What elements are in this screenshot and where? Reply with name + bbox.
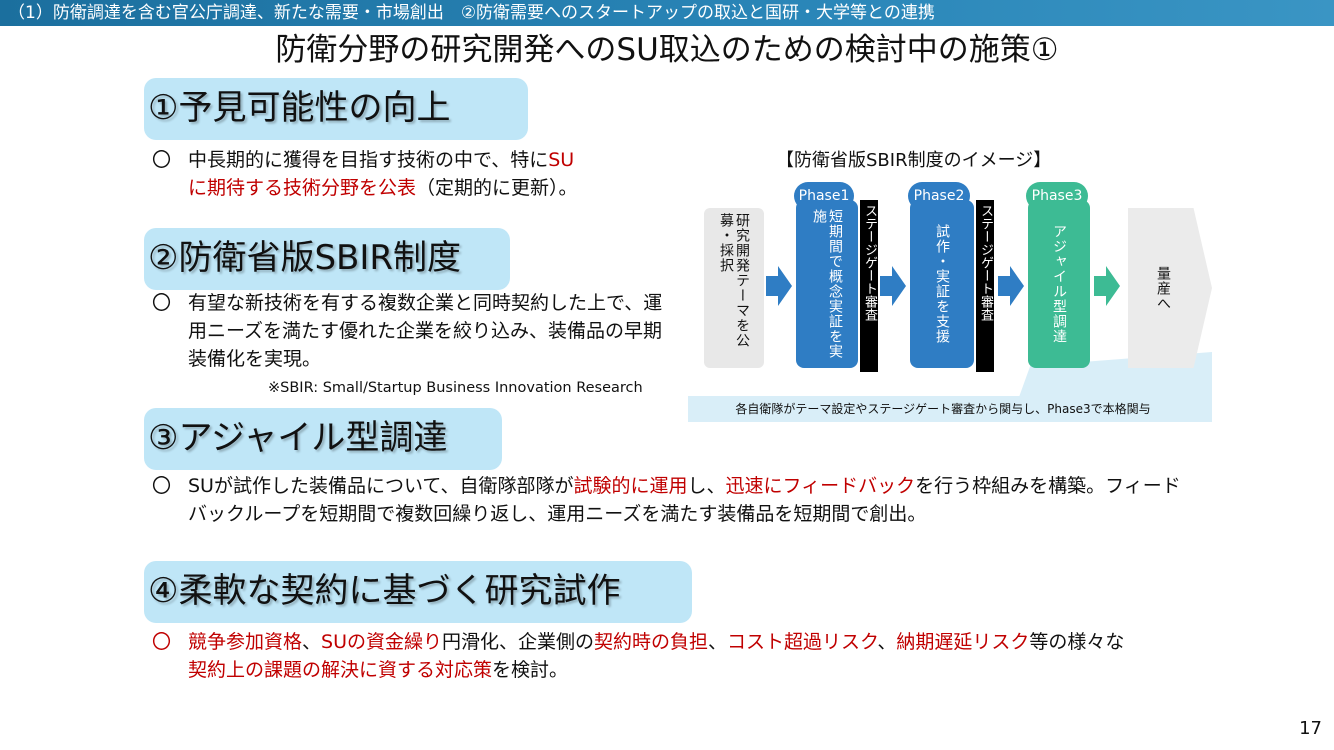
sbir-diagram: 各自衛隊がテーマ設定やステージゲート審査から関与し、Phase3で本格関与 研究… <box>688 176 1220 426</box>
bullet-icon: 〇 <box>152 475 172 497</box>
section-3-heading: ③アジャイル型調達 <box>144 408 502 470</box>
gate2-text: ステージゲート審査 <box>978 204 993 321</box>
phase1-text: 短期間で概念実証を実施 <box>811 209 843 359</box>
highlight-text: コスト超過リスク <box>727 631 878 653</box>
section-1-heading: ①予見可能性の向上 <box>144 78 528 140</box>
stage-gate-1: ステージゲート審査 <box>860 200 878 372</box>
end-text: 量産へ <box>1155 265 1171 311</box>
text-run: を検討。 <box>492 659 569 681</box>
text-run: 有望な新技術を有する複数企業と同時契約した上で、運用ニーズを満たす優れた企業を絞… <box>188 292 663 370</box>
text-run: SUが試作した装備品について、自衛隊部隊が <box>188 475 574 497</box>
bullet-icon: 〇 <box>152 149 172 171</box>
text-run: 、 <box>302 631 322 653</box>
section-1-text: 〇 中長期的に獲得を目指す技術の中で、特にSU に期待する技術分野を公表（定期的… <box>152 146 682 202</box>
breadcrumb-bar: （1）防衛調達を含む官公庁調達、新たな需要・市場創出 ②防衛需要へのスタートアッ… <box>0 0 1334 26</box>
involvement-base <box>688 396 1198 422</box>
end-box: 量産へ <box>1128 208 1212 368</box>
breadcrumb: （1）防衛調達を含む官公庁調達、新たな需要・市場創出 ②防衛需要へのスタートアッ… <box>8 3 935 23</box>
phase3-text: アジャイル型調達 <box>1051 224 1067 344</box>
text-run: （定期的に更新）。 <box>416 177 578 199</box>
gate1-text: ステージゲート審査 <box>862 204 877 321</box>
bullet-icon: 〇 <box>152 292 172 314</box>
stage-gate-2: ステージゲート審査 <box>976 200 994 372</box>
bullet-icon: 〇 <box>152 631 172 653</box>
highlight-text: 競争参加資格 <box>188 631 303 653</box>
text-run: し、 <box>687 475 726 497</box>
arrow-right-icon <box>766 266 792 306</box>
text-run: 等の様々な <box>1029 631 1125 653</box>
highlight-text: に期待する技術分野を公表 <box>188 177 417 199</box>
highlight-text: 納期遅延リスク <box>896 631 1030 653</box>
section-2-heading: ②防衛省版SBIR制度 <box>144 228 510 290</box>
highlight-text: 契約上の課題の解決に資する対応策 <box>188 659 493 681</box>
diagram-title: 【防衛省版SBIR制度のイメージ】 <box>776 150 1052 171</box>
text-run: 、 <box>877 631 897 653</box>
arrow-right-icon <box>998 266 1024 306</box>
section-4-text: 〇 競争参加資格、SUの資金繰り円滑化、企業側の契約時の負担、コスト超過リスク、… <box>152 628 1132 684</box>
section-4-heading: ④柔軟な契約に基づく研究試作 <box>144 561 692 623</box>
highlight-text: SUの資金繰り <box>321 631 442 653</box>
page-number: 17 <box>1299 718 1322 739</box>
diagram-footnote: 各自衛隊がテーマ設定やステージゲート審査から関与し、Phase3で本格関与 <box>735 402 1151 416</box>
start-box: 研究開発テーマを公募・採択 <box>704 208 764 368</box>
text-run: 、 <box>708 631 728 653</box>
highlight-text: 契約時の負担 <box>594 631 709 653</box>
phase2-text: 試作・実証を支援 <box>934 224 950 344</box>
arrow-right-icon <box>1094 266 1120 306</box>
arrow-right-icon <box>880 266 906 306</box>
section-2-text: 〇 有望な新技術を有する複数企業と同時契約した上で、運用ニーズを満たす優れた企業… <box>152 289 672 373</box>
phase3-box: アジャイル型調達 <box>1028 200 1090 368</box>
start-text: 研究開発テーマを公募・採択 <box>718 213 750 348</box>
phase2-box: 試作・実証を支援 <box>910 200 974 368</box>
sbir-note: ※SBIR: Small/Startup Business Innovation… <box>268 380 643 396</box>
highlight-text: SU <box>548 149 575 171</box>
page-title: 防衛分野の研究開発へのSU取込のための検討中の施策① <box>275 32 1059 68</box>
highlight-text: 迅速にフィードバック <box>725 475 916 497</box>
phase1-box: 短期間で概念実証を実施 <box>796 200 858 368</box>
section-3-text: 〇 SUが試作した装備品について、自衛隊部隊が試験的に運用し、迅速にフィードバッ… <box>152 472 1192 528</box>
text-run: 中長期的に獲得を目指す技術の中で、特に <box>188 149 549 171</box>
highlight-text: 試験的に運用 <box>573 475 688 497</box>
text-run: 円滑化、企業側の <box>442 631 595 653</box>
text-run: を行う枠組みを構築。フィードバックループを短期間で複数回繰り返し、運用ニーズを満… <box>188 475 1181 525</box>
